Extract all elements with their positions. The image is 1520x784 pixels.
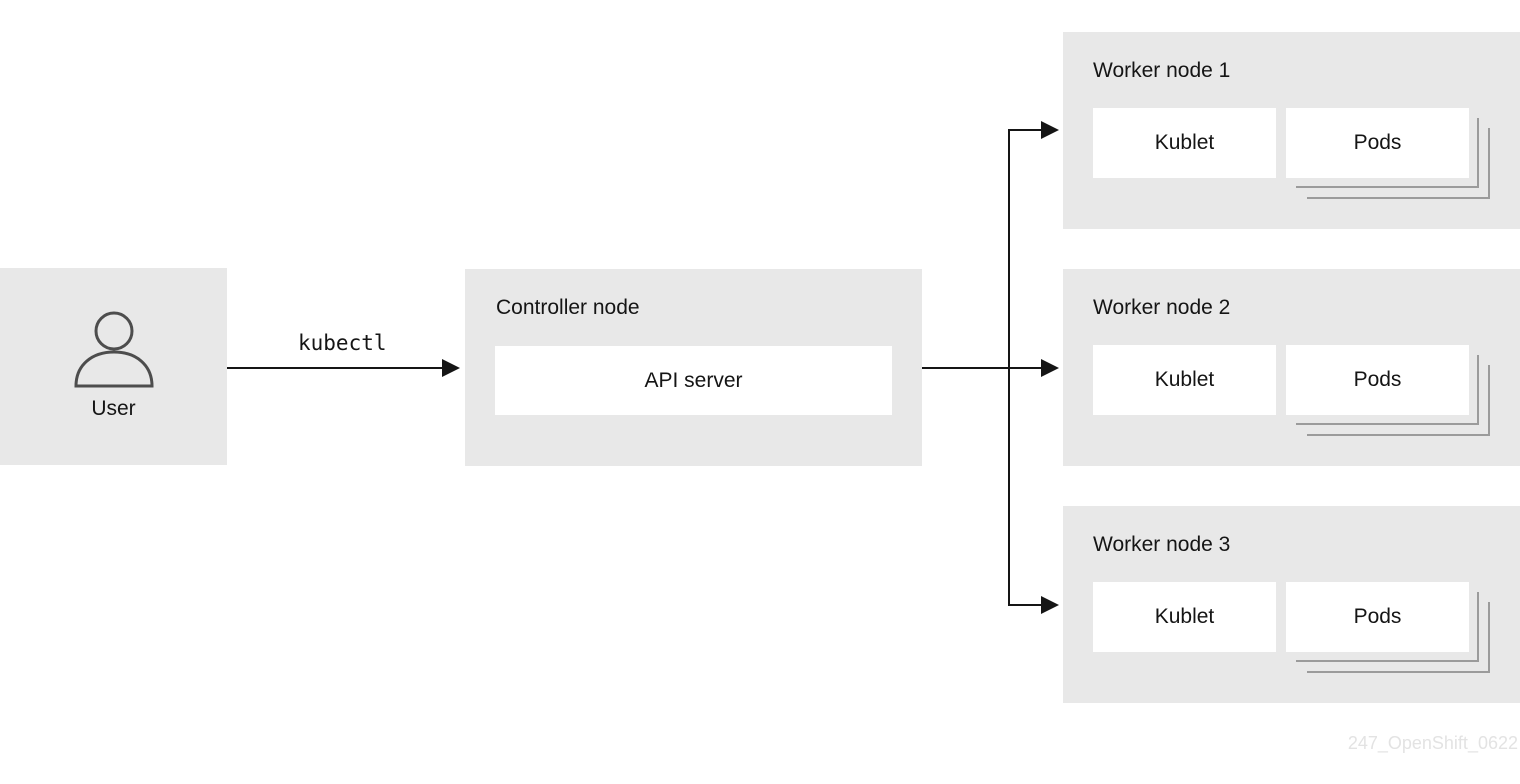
pods-stack-mid-2 <box>1296 355 1479 425</box>
worker-node-3: Worker node 3 Kublet Pods <box>1063 506 1520 703</box>
kublet-box-1: Kublet <box>1093 108 1276 178</box>
worker-node-1-title: Worker node 1 <box>1093 59 1231 82</box>
pods-stack-back-3 <box>1307 602 1490 673</box>
user-icon <box>74 311 154 388</box>
user-label: User <box>91 397 136 420</box>
arrow-to-worker-3 <box>1008 596 1059 614</box>
worker-node-2-title: Worker node 2 <box>1093 296 1231 319</box>
watermark: 247_OpenShift_0622 <box>1347 733 1518 753</box>
controller-node-title: Controller node <box>496 296 640 319</box>
kubectl-label: kubectl <box>298 331 387 355</box>
api-server-box: API server <box>495 346 892 415</box>
worker-node-1: Worker node 1 Kublet Pods <box>1063 32 1520 229</box>
pods-stack-mid-3 <box>1296 592 1479 662</box>
arrow-to-worker-1 <box>1008 121 1059 139</box>
pods-box-1: Pods <box>1286 108 1469 178</box>
pods-box-2: Pods <box>1286 345 1469 415</box>
arrow-to-worker-2 <box>1008 359 1059 377</box>
worker-node-3-title: Worker node 3 <box>1093 533 1231 556</box>
pods-box-3: Pods <box>1286 582 1469 652</box>
kublet-box-3: Kublet <box>1093 582 1276 652</box>
pods-stack-back-2 <box>1307 365 1490 436</box>
user-node: User <box>0 268 227 465</box>
user-to-controller-arrow <box>227 359 460 377</box>
pods-stack-back-1 <box>1307 128 1490 199</box>
pods-stack-mid-1 <box>1296 118 1479 188</box>
controller-node: Controller node API server <box>465 269 922 466</box>
kublet-box-2: Kublet <box>1093 345 1276 415</box>
worker-node-2: Worker node 2 Kublet Pods <box>1063 269 1520 466</box>
